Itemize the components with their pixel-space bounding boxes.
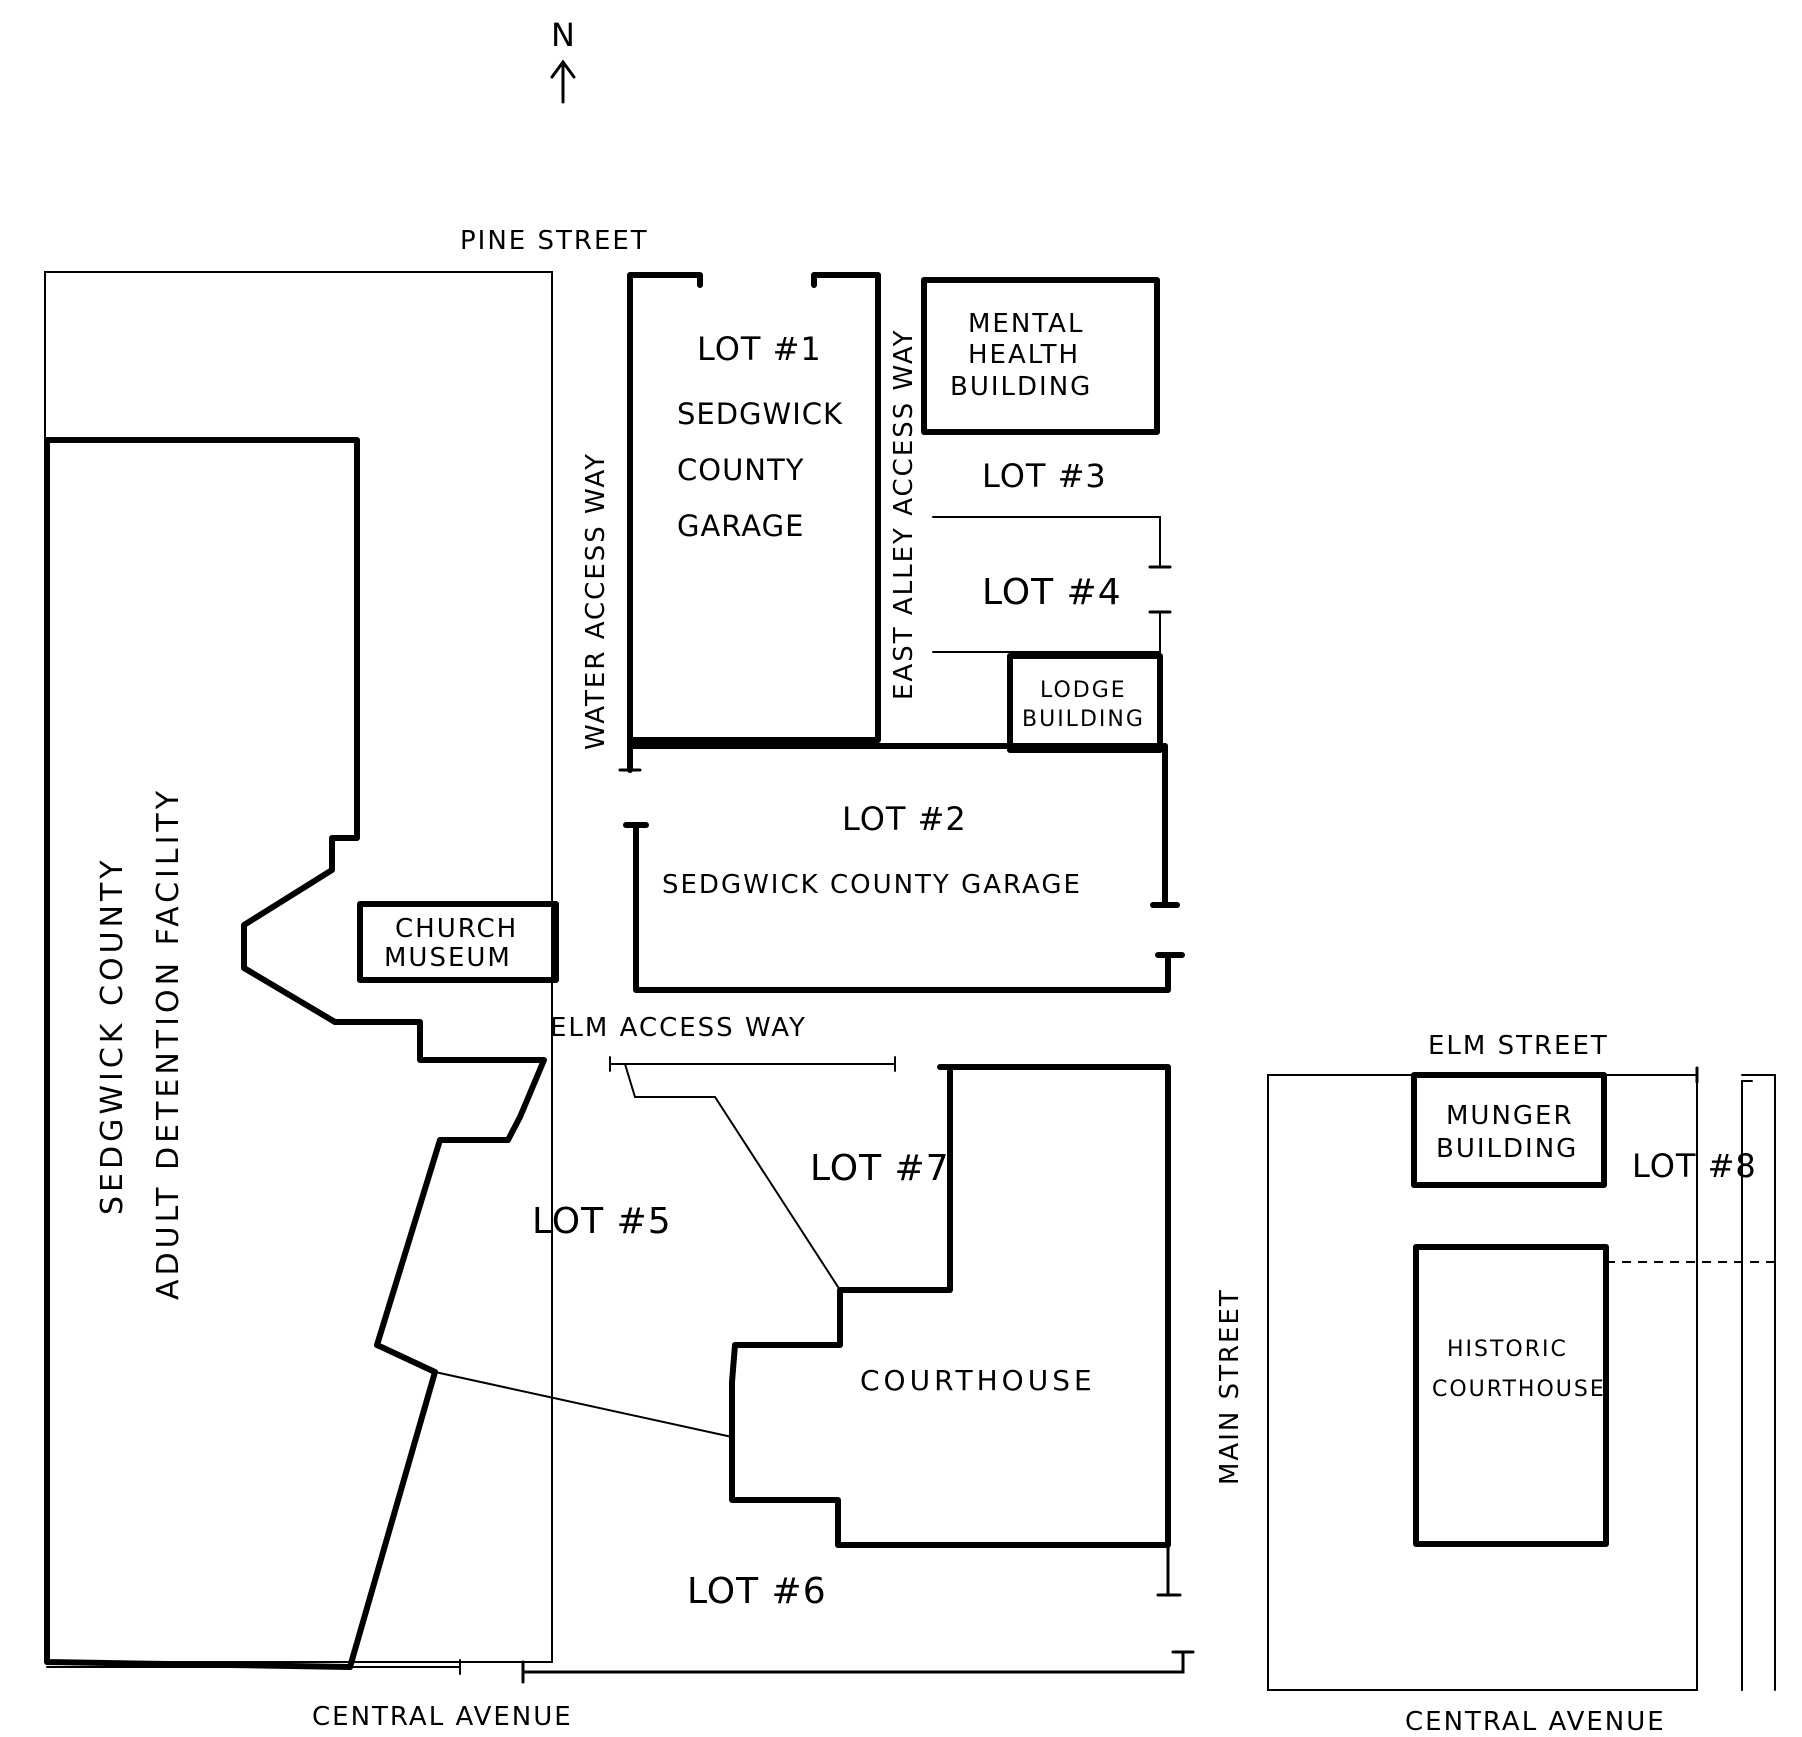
church-museum-label-line2: MUSEUM bbox=[384, 943, 512, 973]
lot7-divider bbox=[624, 1063, 841, 1291]
lot1-label-line4: GARAGE bbox=[677, 509, 804, 543]
lot1-garage-outline bbox=[627, 272, 881, 743]
elm-access-way-label: ELM ACCESS WAY bbox=[550, 1013, 807, 1043]
detention-facility-outline bbox=[44, 437, 547, 1670]
lot4-label: LOT #4 bbox=[982, 572, 1122, 613]
lodge-building-label-line2: BUILDING bbox=[1022, 707, 1145, 732]
mental-health-label-line1: MENTAL bbox=[968, 309, 1084, 339]
water-access-way-label: WATER ACCESS WAY bbox=[581, 452, 611, 750]
historic-courthouse-outline bbox=[1413, 1244, 1609, 1547]
east-alley-access-way-label: EAST ALLEY ACCESS WAY bbox=[889, 329, 919, 700]
lot4-boundary bbox=[932, 516, 1161, 568]
lodge-building-outline bbox=[1007, 653, 1163, 753]
lot2-label: LOT #2 bbox=[842, 800, 967, 838]
munger-building-outline bbox=[1411, 1072, 1607, 1188]
mental-health-label-line3: BUILDING bbox=[950, 372, 1092, 402]
lot5-label: LOT #5 bbox=[532, 1201, 672, 1242]
lot3-label: LOT #3 bbox=[982, 457, 1107, 495]
historic-courthouse-label-line1: HISTORIC bbox=[1447, 1337, 1568, 1362]
lot7-label: LOT #7 bbox=[810, 1148, 950, 1189]
munger-building-label-line1: MUNGER bbox=[1446, 1101, 1574, 1131]
church-museum-label-line1: CHURCH bbox=[395, 914, 518, 944]
central-avenue-left-label: CENTRAL AVENUE bbox=[312, 1702, 573, 1732]
lot6-label: LOT #6 bbox=[687, 1571, 827, 1612]
lot5-lot6-divider bbox=[434, 1371, 733, 1438]
elm-street-label: ELM STREET bbox=[1428, 1031, 1609, 1061]
lot4-boundary-lower bbox=[932, 611, 1161, 653]
north-label: N bbox=[551, 16, 576, 54]
mental-health-building-outline bbox=[921, 277, 1160, 435]
north-arrow-icon bbox=[550, 59, 576, 104]
detention-facility-label-line1: SEDGWICK COUNTY bbox=[95, 856, 130, 1215]
lodge-building-label-line1: LODGE bbox=[1040, 678, 1127, 703]
lot1-label: LOT #1 bbox=[697, 330, 822, 368]
lot1-label-line2: SEDGWICK bbox=[677, 397, 843, 431]
pine-street-label: PINE STREET bbox=[460, 226, 649, 256]
detention-facility-label-line2: ADULT DETENTION FACILITY bbox=[151, 787, 186, 1300]
courthouse-label: COURTHOUSE bbox=[860, 1364, 1096, 1397]
munger-building-label-line2: BUILDING bbox=[1436, 1134, 1578, 1164]
central-avenue-curb bbox=[521, 1650, 1185, 1674]
lot1-label-line3: COUNTY bbox=[677, 453, 804, 487]
lot8-label: LOT #8 bbox=[1632, 1147, 1757, 1185]
lot2-label-line2: SEDGWICK COUNTY GARAGE bbox=[662, 870, 1082, 900]
church-museum-outline bbox=[357, 901, 559, 983]
mental-health-label-line2: HEALTH bbox=[968, 340, 1080, 370]
lot2-outline bbox=[633, 822, 1171, 993]
courthouse-outline bbox=[729, 1064, 1171, 1548]
main-street-label: MAIN STREET bbox=[1215, 1288, 1245, 1485]
historic-courthouse-label-line2: COURTHOUSE bbox=[1432, 1377, 1606, 1402]
central-avenue-right-label: CENTRAL AVENUE bbox=[1405, 1707, 1666, 1737]
